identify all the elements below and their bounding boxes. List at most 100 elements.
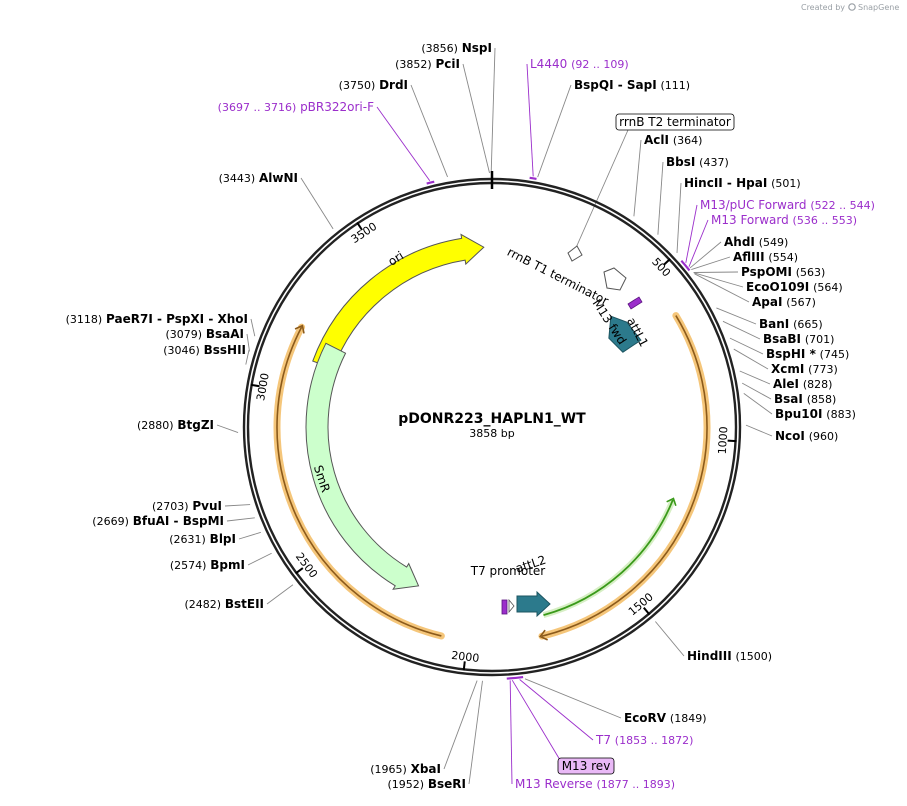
site-position: (3079) bbox=[165, 328, 202, 341]
site-position: (3852) bbox=[395, 58, 432, 71]
site-label: XcmI (773) bbox=[771, 362, 838, 376]
tick-label: 3500 bbox=[349, 220, 380, 246]
site-label: AclI (364) bbox=[644, 133, 702, 147]
site-leader bbox=[266, 584, 294, 605]
site-position: (1500) bbox=[736, 650, 773, 663]
rrnb-t1-feature bbox=[603, 267, 627, 291]
site-name: BsaAI bbox=[206, 327, 244, 341]
primer-leader bbox=[526, 63, 534, 177]
backbone bbox=[242, 171, 742, 677]
site-position: (549) bbox=[759, 236, 789, 249]
attl1-feature bbox=[608, 315, 642, 353]
site-position: (564) bbox=[813, 281, 843, 294]
site-name: PciI bbox=[436, 57, 461, 71]
site-label: (3118) PaeR7I - PspXI - XhoI bbox=[66, 312, 248, 326]
site-position: (3046) bbox=[163, 344, 200, 357]
tick-label: 2000 bbox=[451, 649, 480, 665]
primer-label: (3697 .. 3716) pBR322ori-F bbox=[218, 100, 374, 114]
primer-label: M13 Forward (536 .. 553) bbox=[711, 213, 857, 227]
site-leader bbox=[716, 307, 757, 325]
primer-name: M13/pUC Forward bbox=[700, 198, 807, 212]
site-name: AleI bbox=[773, 377, 799, 391]
primer-label: M13/pUC Forward (522 .. 544) bbox=[700, 198, 875, 212]
orf-right-arc-halo bbox=[538, 312, 711, 640]
primer-leader bbox=[511, 679, 561, 761]
site-position: (1849) bbox=[670, 712, 707, 725]
orf-left-arc bbox=[276, 326, 442, 637]
site-label: (2669) BfuAI - BspMI bbox=[92, 514, 224, 528]
site-position: (773) bbox=[808, 363, 838, 376]
t7-promoter-mark bbox=[501, 599, 508, 615]
site-label: (2703) PvuI bbox=[152, 499, 222, 513]
site-name: AlwNI bbox=[259, 171, 298, 185]
green-feature-arrowhead bbox=[666, 497, 677, 507]
site-leader bbox=[689, 241, 722, 269]
tick-label: 3000 bbox=[254, 372, 272, 402]
site-label: AleI (828) bbox=[773, 377, 832, 391]
tick-mark bbox=[356, 221, 363, 231]
orf-right-arc bbox=[541, 315, 708, 637]
site-name: PaeR7I bbox=[106, 312, 153, 326]
tick-mark bbox=[462, 661, 466, 671]
primer-leader bbox=[509, 680, 513, 785]
site-name: EcoRV bbox=[624, 711, 667, 725]
site-name: BanI bbox=[759, 317, 789, 331]
map-length: 3858 bp bbox=[469, 427, 514, 440]
rrnb-t2-feature bbox=[567, 245, 583, 262]
site-leader bbox=[245, 349, 250, 365]
primer-leader bbox=[519, 679, 594, 741]
feature-label-t7-promoter: T7 promoter bbox=[470, 564, 546, 578]
site-label: Bpu10I (883) bbox=[775, 407, 856, 421]
site-label: HincII - HpaI (501) bbox=[684, 176, 801, 190]
primer-name: M13 Forward bbox=[711, 213, 789, 227]
m13-rev-box bbox=[557, 757, 615, 775]
site-position: (563) bbox=[796, 266, 826, 279]
site-position: (364) bbox=[673, 134, 703, 147]
site-label: PspOMI (563) bbox=[741, 265, 825, 279]
site-label: BsaBI (701) bbox=[763, 332, 834, 346]
site-leader bbox=[745, 424, 773, 437]
site-position: (960) bbox=[809, 430, 839, 443]
site-leader bbox=[238, 531, 261, 540]
primer-range: (536 .. 553) bbox=[793, 214, 858, 227]
primer-range: (522 .. 544) bbox=[810, 199, 875, 212]
site-leader bbox=[224, 504, 251, 507]
site-label: EcoRV (1849) bbox=[624, 711, 707, 725]
primer-name: pBR322ori-F bbox=[300, 100, 374, 114]
site-leader bbox=[490, 47, 496, 174]
site-leader bbox=[246, 333, 250, 352]
site-leader bbox=[443, 680, 478, 770]
site-leader bbox=[655, 621, 685, 657]
site-position: (2482) bbox=[184, 598, 221, 611]
site-leader bbox=[722, 320, 761, 340]
primer-label: M13 rev bbox=[562, 759, 611, 773]
site-label: (3443) AlwNI bbox=[219, 171, 298, 185]
primer-label: M13 Reverse (1877 .. 1893) bbox=[515, 777, 675, 791]
leader-lines bbox=[216, 47, 773, 785]
site-leader bbox=[743, 393, 773, 415]
site-position: (1952) bbox=[387, 778, 424, 791]
site-label: (3856) NspI bbox=[421, 41, 492, 55]
site-label: AflIII (554) bbox=[733, 250, 798, 264]
primer-range: (3697 .. 3716) bbox=[218, 101, 297, 114]
site-name: BbsI bbox=[666, 155, 695, 169]
primer-range: (1853 .. 1872) bbox=[615, 734, 694, 747]
site-position: (883) bbox=[826, 408, 856, 421]
site-name: AclI bbox=[644, 133, 669, 147]
terminator-box bbox=[615, 113, 735, 131]
site-alias: - HpaI bbox=[723, 176, 768, 190]
site-name: BfuAI bbox=[133, 514, 170, 528]
site-label: (2631) BlpI bbox=[169, 532, 236, 546]
credit-brand: SnapGene bbox=[858, 3, 899, 12]
snapgene-logo-icon bbox=[848, 3, 856, 11]
site-leader bbox=[300, 177, 334, 230]
primer-range: (92 .. 109) bbox=[571, 58, 629, 71]
site-leader bbox=[729, 337, 764, 355]
site-leader bbox=[739, 370, 771, 385]
site-leader bbox=[633, 139, 642, 217]
site-leader bbox=[462, 63, 490, 174]
site-label: (3750) DrdI bbox=[339, 78, 408, 92]
site-name: HindIII bbox=[687, 649, 732, 663]
